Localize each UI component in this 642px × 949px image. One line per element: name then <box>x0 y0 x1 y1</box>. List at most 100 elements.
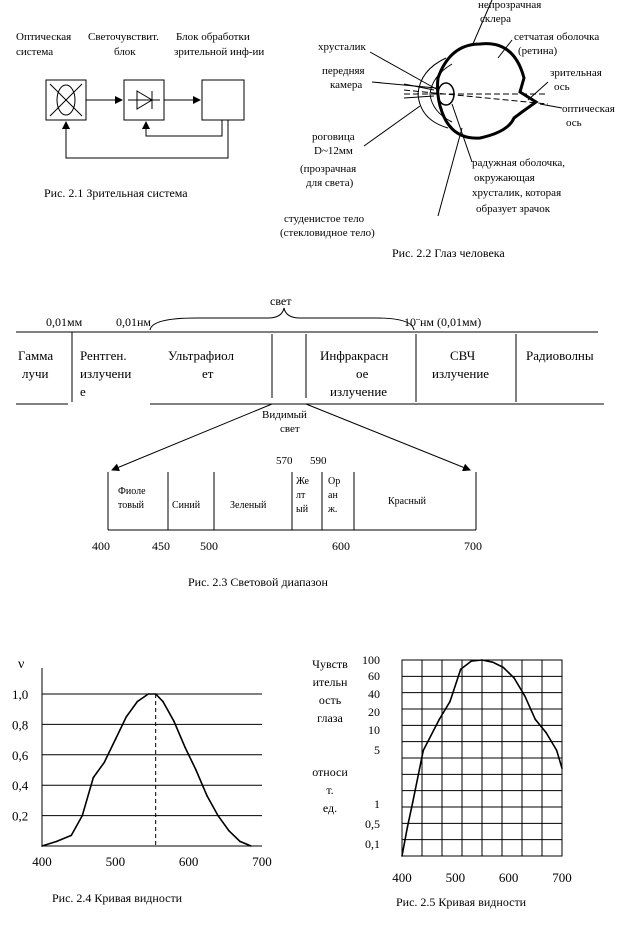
chart24-data-point <box>184 746 186 748</box>
band-uv-1: Ультрафиол <box>168 348 234 363</box>
label-optical-system-1: Оптическая <box>16 31 71 43</box>
chart24-data-point <box>206 795 208 797</box>
color-violet-1: Фиоле <box>118 486 146 497</box>
chart25-ylabel-line: Чувств <box>312 657 348 671</box>
tick-400: 400 <box>92 539 110 553</box>
label-sensitive-block-2: блок <box>114 46 136 58</box>
chart24-y-tick: 0,2 <box>12 809 28 824</box>
chart25-data-point <box>481 659 483 661</box>
chart24-data-point <box>162 700 164 703</box>
label-anterior-chamber-2: камера <box>330 79 362 91</box>
chart24-data-point <box>239 840 241 843</box>
chart24-data-point <box>81 814 84 817</box>
chart24-data-point <box>217 814 219 817</box>
chart24-data-point <box>125 716 128 718</box>
label-processing-block-1: Блок обработки <box>176 31 250 43</box>
figure-2-1: Оптическая система Светочувствит. блок Б… <box>16 31 264 200</box>
label-anterior-chamber-1: передняя <box>322 65 365 77</box>
band-xray-1: Рентген. <box>80 348 127 363</box>
label-cornea-3: (прозрачная <box>300 163 356 175</box>
chart25-data-point <box>422 749 425 752</box>
chart25-y-tick: 10 <box>368 723 380 737</box>
label-visual-axis-2: ось <box>554 81 570 93</box>
label-retina-2: (ретина) <box>518 45 558 57</box>
spectrum-bar <box>16 331 604 405</box>
tick-700: 700 <box>464 539 482 553</box>
color-red: Красный <box>388 496 427 507</box>
band-ir-1: Инфракрасн <box>320 348 388 363</box>
label-vitreous-2: (стекловидное тело) <box>280 227 375 239</box>
band-microwave-2: излучение <box>432 366 489 381</box>
band-uv-2: ет <box>202 366 214 381</box>
chart24-data-point <box>173 720 175 723</box>
color-yellow-1: Же <box>296 476 309 487</box>
chart25-data-point <box>523 694 526 697</box>
figure-2-4-chart: ν Рис. 2.4 Кривая видности 1,00,80,60,40… <box>12 657 272 905</box>
chart24-data-point <box>103 761 106 764</box>
scale-10-nm: 10¨нм (0,01мм) <box>404 315 481 329</box>
color-yellow-2: лт <box>296 490 306 501</box>
chart25-y-tick: 1 <box>374 797 380 811</box>
chart24-data-point <box>55 840 58 843</box>
visible-range-arrows <box>111 403 471 472</box>
chart25-data-point <box>545 731 547 734</box>
chart24-data-point <box>136 700 139 703</box>
label-iris-1: радужная оболочка, <box>472 157 565 169</box>
label-cornea-2: D~12мм <box>314 145 353 157</box>
chart24-data-point <box>195 769 197 771</box>
chart25-x-tick: 700 <box>552 870 572 885</box>
label-retina-1: сетчатая оболочка <box>514 31 599 43</box>
chart24-data-point <box>41 845 43 847</box>
chart24-series-line <box>41 693 252 847</box>
chart25-data-point <box>411 801 414 804</box>
chart24-data-point <box>154 693 157 695</box>
label-cornea-4: для света) <box>306 177 354 189</box>
color-blue: Синий <box>172 500 201 511</box>
chart25-y-tick: 5 <box>374 743 380 757</box>
chart24-x-tick: 600 <box>179 854 199 869</box>
scale-0-01nm: 0,01нм <box>116 315 151 329</box>
chart25-ylabel-line: ительн <box>313 675 348 689</box>
caption-fig-2-1: Рис. 2.1 Зрительная система <box>44 186 188 200</box>
chart25-y-tick: 40 <box>368 687 380 701</box>
chart25-data-point <box>502 666 505 669</box>
label-visible-light-1: Видимый <box>262 409 307 421</box>
spectrum-band-labels: Гамма лучи Рентген. излучени е Ультрафио… <box>18 348 594 399</box>
band-gamma-1: Гамма <box>18 348 53 363</box>
chart25-data-point <box>449 700 451 703</box>
light-brace <box>149 307 415 331</box>
chart25-data-point <box>406 826 409 829</box>
label-optical-axis-2: ось <box>566 117 582 129</box>
chart24-data-point <box>228 830 230 832</box>
chart25-y-tick: 100 <box>362 653 380 667</box>
boundary-570: 570 <box>276 455 293 467</box>
band-xray-2: излучени <box>80 366 131 381</box>
label-sclera-2: склера <box>480 13 511 25</box>
chart24-y-tick: 1,0 <box>12 687 28 702</box>
chart24-data-point <box>70 834 73 837</box>
band-ir-3: излучение <box>330 384 387 399</box>
chart25-ylabel-line: ость <box>319 693 342 707</box>
chart25-x-tick: 400 <box>392 870 412 885</box>
band-radio: Радиоволны <box>526 348 594 363</box>
label-visible-light-2: свет <box>280 423 300 435</box>
tick-500: 500 <box>200 539 218 553</box>
color-orange-2: ан <box>328 490 338 501</box>
label-optical-system-2: система <box>16 46 53 58</box>
band-ir-2: ое <box>356 366 369 381</box>
label-iris-3: хрусталик, которая <box>472 187 561 199</box>
chart24-data-point <box>250 845 252 847</box>
label-light: свет <box>270 294 292 308</box>
chart25-x-tick: 500 <box>446 870 466 885</box>
chart24-y-tick: 0,8 <box>12 717 28 732</box>
figure-2-2: непрозрачная склера хрусталик передняя к… <box>280 0 615 260</box>
chart24-y-tick: 0,6 <box>12 748 29 763</box>
visible-color-labels: Фиоле товый Синий Зеленый Же лт ый Ор ан… <box>118 476 427 515</box>
chart25-data-point <box>459 668 462 670</box>
tick-600: 600 <box>332 539 350 553</box>
processing-block <box>201 79 245 121</box>
eye-drawing <box>403 42 549 140</box>
